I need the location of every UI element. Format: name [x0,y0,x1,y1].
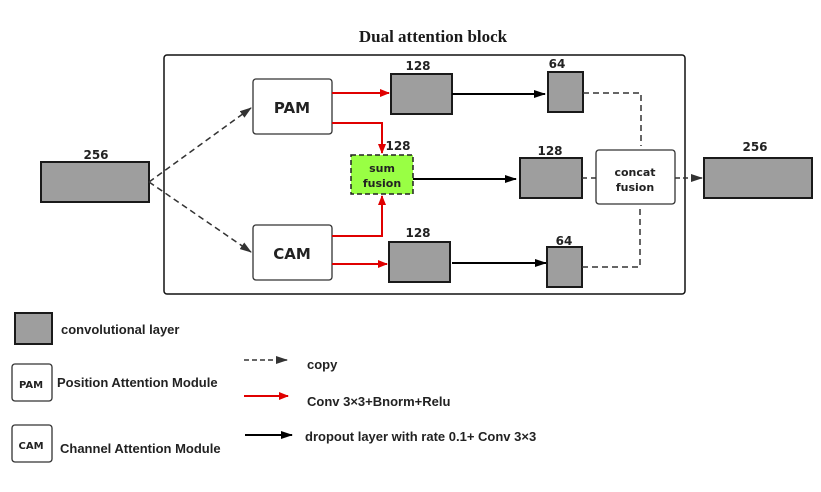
concat-fusion-label-1: concat [614,166,655,179]
sum-fusion-label-1: sum [369,162,395,175]
input-conv-label: 256 [83,148,108,162]
sum-fusion-label-2: fusion [363,177,401,190]
cam-conv-layer [388,241,451,283]
sum-fusion-node [350,154,414,195]
legend-black-text: dropout layer with rate 0.1+ Conv 3×3 [305,429,536,444]
copy-line-cam-to-concat [582,206,641,268]
copy-line-pam-to-concat [583,92,642,146]
red-arrow-cam-to-sum [332,195,386,237]
cam-label: CAM [273,245,311,263]
legend-copy-text: copy [307,357,338,372]
legend-pam-box [11,363,53,402]
pam-conv-label: 128 [405,59,430,73]
sum-fusion-channels: 128 [385,139,410,153]
output-conv-label: 256 [742,140,767,154]
legend: convolutional layer PAM Position Attenti… [11,312,536,463]
pam-module [252,78,333,135]
legend-conv-text: convolutional layer [61,322,179,337]
concat-fusion-label-2: fusion [616,181,654,194]
pam-conv-layer [390,73,453,115]
legend-pam-abbr: PAM [19,380,43,391]
fused-conv-layer [519,157,583,199]
output-conv-layer [703,157,813,199]
legend-cam-box [11,424,53,463]
cam-module [252,224,333,281]
input-conv-layer [40,161,150,203]
pam-label: PAM [274,99,310,117]
attention-block-frame [163,54,686,295]
diagram-title: Dual attention block [359,27,508,46]
legend-pam-text: Position Attention Module [57,375,218,390]
copy-arrow-to-cam [148,181,252,253]
cam-conv-label: 128 [405,226,430,240]
pam-out-conv-layer [547,71,584,113]
legend-cam-abbr: CAM [18,441,43,452]
pam-out-conv-label: 64 [549,57,566,71]
legend-red-text: Conv 3×3+Bnorm+Relu [307,394,450,409]
fused-conv-label: 128 [537,144,562,158]
legend-cam-text: Channel Attention Module [60,441,221,456]
copy-arrow-to-pam [148,107,252,183]
legend-conv-swatch [14,312,53,345]
red-arrow-pam-to-sum [332,122,386,154]
cam-out-conv-layer [546,246,583,288]
concat-fusion-node [595,149,676,205]
cam-out-conv-label: 64 [556,234,573,248]
